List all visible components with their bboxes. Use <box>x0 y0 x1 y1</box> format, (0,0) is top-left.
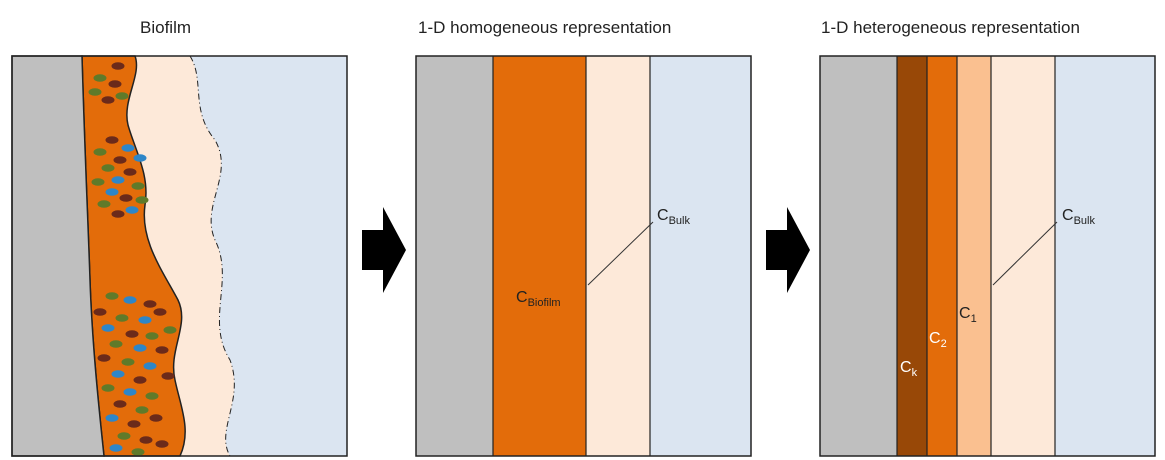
bacterium-cell <box>123 388 137 396</box>
biofilm-layer <box>493 56 586 456</box>
bacterium-cell <box>105 414 119 422</box>
right-arrow-icon <box>766 207 810 293</box>
heterogeneous-panel: CBulk C1 C2 Ck <box>819 55 1156 457</box>
c-1-label: C1 <box>959 305 977 325</box>
bacterium-cell <box>138 316 152 324</box>
bacterium-cell <box>105 188 119 196</box>
c-k-label: Ck <box>900 359 918 379</box>
bacterium-cell <box>139 436 153 444</box>
c-bulk-label: CBulk <box>657 207 690 227</box>
bacterium-cell <box>149 414 163 422</box>
c-biofilm-label: CBiofilm <box>516 289 561 309</box>
bacterium-cell <box>121 144 135 152</box>
bacterium-cell <box>111 176 125 184</box>
bacterium-cell <box>133 154 147 162</box>
bacterium-cell <box>93 74 107 82</box>
substrate-layer <box>416 56 493 456</box>
concentration-pointer <box>587 221 654 286</box>
c-2-label: C2 <box>929 330 947 350</box>
bacterium-cell <box>101 164 115 172</box>
bacterium-cell <box>97 354 111 362</box>
bacterium-cell <box>108 80 122 88</box>
bacterium-cell <box>145 332 159 340</box>
biofilm-frame <box>11 55 348 457</box>
bacterium-cell <box>113 400 127 408</box>
bacteria-cells <box>88 62 177 456</box>
bacterium-cell <box>131 182 145 190</box>
bulk-layer <box>650 56 751 456</box>
bacterium-cell <box>125 330 139 338</box>
bacterium-cell <box>143 362 157 370</box>
bacterium-cell <box>135 196 149 204</box>
bacterium-cell <box>101 324 115 332</box>
bacterium-cell <box>143 300 157 308</box>
bacterium-cell <box>161 372 175 380</box>
bacterium-cell <box>155 440 169 448</box>
bacterium-cell <box>111 210 125 218</box>
c-bulk-label: CBulk <box>1062 207 1095 227</box>
bacterium-cell <box>109 340 123 348</box>
bacterium-cell <box>153 308 167 316</box>
concentration-pointer <box>992 221 1058 286</box>
bulk-layer <box>1055 56 1155 456</box>
heterogeneous-frame <box>819 55 1156 457</box>
bacterium-cell <box>113 156 127 164</box>
bacterium-cell <box>127 420 141 428</box>
bacterium-cell <box>123 168 137 176</box>
bacterium-cell <box>91 178 105 186</box>
biofilm-panel <box>11 55 348 457</box>
bacterium-cell <box>133 376 147 384</box>
homogeneous-frame <box>415 55 752 457</box>
bacterium-cell <box>97 200 111 208</box>
substrate-layer <box>820 56 897 456</box>
bacterium-cell <box>117 432 131 440</box>
bacterium-cell <box>105 292 119 300</box>
bacterium-cell <box>109 444 123 452</box>
biofilm-title: Biofilm <box>140 18 192 37</box>
bacterium-cell <box>101 384 115 392</box>
bacterium-cell <box>155 346 169 354</box>
bacterium-cell <box>123 296 137 304</box>
bacterium-cell <box>93 308 107 316</box>
substrate-region <box>11 55 105 457</box>
bacterium-cell <box>121 358 135 366</box>
bacterium-cell <box>111 62 125 70</box>
bacterium-cell <box>125 206 139 214</box>
bacterium-cell <box>88 88 102 96</box>
bacterium-cell <box>105 136 119 144</box>
heterogeneous-title: 1-D heterogeneous representation <box>821 18 1080 37</box>
bacterium-cell <box>163 326 177 334</box>
bacterium-cell <box>135 406 149 414</box>
biofilm-layer-1 <box>957 56 991 456</box>
biofilm-layer-k <box>897 56 927 456</box>
boundary-layer-edge <box>189 55 235 457</box>
bacterium-cell <box>133 344 147 352</box>
homogeneous-panel: CBiofilm CBulk <box>415 55 752 457</box>
right-arrow-icon <box>362 207 406 293</box>
bacterium-cell <box>93 148 107 156</box>
bacterium-cell <box>115 314 129 322</box>
bacterium-cell <box>131 448 145 456</box>
homogeneous-title: 1-D homogeneous representation <box>418 18 672 37</box>
bacterium-cell <box>115 92 129 100</box>
bacterium-cell <box>111 370 125 378</box>
bacterium-cell <box>145 392 159 400</box>
bacterium-cell <box>119 194 133 202</box>
biofilm-layer-2 <box>927 56 957 456</box>
bacterium-cell <box>101 96 115 104</box>
